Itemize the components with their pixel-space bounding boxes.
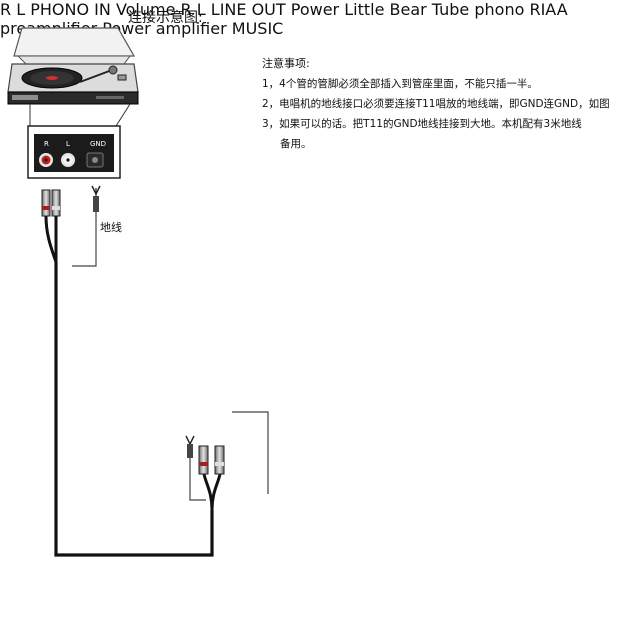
notes-heading: 注意事项:	[262, 57, 310, 70]
ground-wire	[72, 185, 269, 501]
line-out-label: LINE OUT	[210, 0, 286, 19]
turntable-l-label: L	[66, 140, 70, 148]
speaker-right: MUSIC	[232, 19, 284, 38]
phono-r-label: R	[0, 0, 12, 19]
out-r-label: R	[180, 0, 192, 19]
callout-line-right	[115, 103, 131, 127]
turntable-connector-panel: R L GND	[27, 125, 121, 179]
note-item-3: 3，如果可以的话。把T11的GND地线挂接到大地。本机配有3米地线	[262, 118, 582, 130]
volume-label: Volume	[115, 0, 176, 19]
notes-panel: 注意事项: 1，4个管的管脚必须全部插入到管座里面，不能只插一半。 2，电唱机的…	[262, 54, 634, 154]
input-rca-cable	[41, 189, 225, 557]
speaker-badge: MUSIC	[231, 19, 284, 38]
turntable-gnd-label: GND	[90, 140, 106, 148]
power-label: Power	[290, 0, 340, 19]
ground-wire-label: 地线	[100, 221, 122, 234]
diagram-title: 连接示意图:	[128, 10, 203, 26]
note-item-2: 2，电唱机的地线接口必须要连接T11唱放的地线端，即GND连GND，如图	[262, 98, 610, 110]
out-l-label: L	[196, 0, 206, 19]
note-item-1: 1，4个管的管脚必须全部插入到管座里面，不能只插一半。	[262, 78, 538, 90]
turntable-r-label: R	[44, 140, 49, 148]
phono-l-label: L	[16, 0, 26, 19]
phono-in-label: PHONO IN	[30, 0, 111, 19]
power-amplifier-label: Power amplifier	[102, 19, 227, 38]
turntable	[7, 27, 139, 105]
note-item-3-continued: 备用。	[280, 138, 312, 150]
